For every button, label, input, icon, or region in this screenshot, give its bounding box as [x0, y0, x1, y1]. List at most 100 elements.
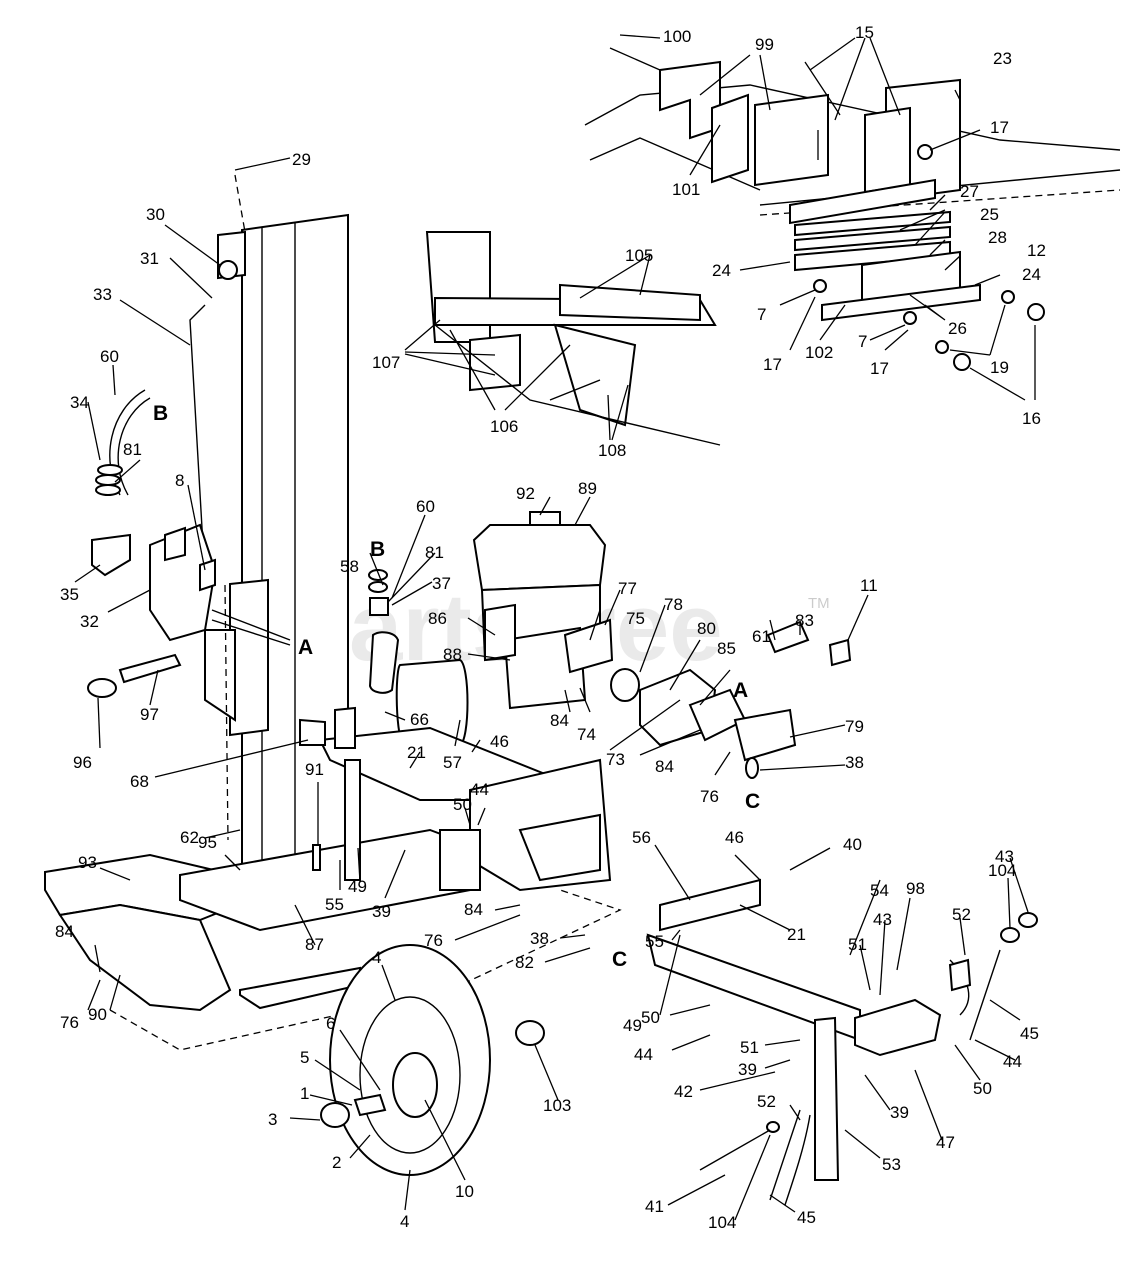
callout-51-top: 51: [848, 935, 867, 954]
callout-30: 30: [146, 205, 165, 224]
callout-35: 35: [60, 585, 79, 604]
callout-1: 1: [300, 1084, 309, 1103]
connector-b-pump: B: [370, 538, 385, 561]
connector-a-right: A: [733, 679, 748, 702]
callout-88: 88: [443, 645, 462, 664]
connector-c-upper: C: [745, 790, 760, 813]
callout-82: 82: [515, 953, 534, 972]
tongue-hitch-assembly: [646, 878, 1038, 1206]
callout-27: 27: [960, 182, 979, 201]
callout-12: 12: [1027, 241, 1046, 260]
callout-38-lower: 38: [530, 929, 549, 948]
callout-17-left: 17: [763, 355, 782, 374]
callout-34: 34: [70, 393, 89, 412]
callout-52-top: 52: [952, 905, 971, 924]
callout-73: 73: [606, 750, 625, 769]
callout-55-right: 55: [645, 932, 664, 951]
callout-76-left: 76: [60, 1013, 79, 1032]
callout-11: 11: [860, 576, 878, 595]
callout-15: 15: [855, 23, 874, 42]
callout-50-center: 50: [453, 795, 472, 814]
callout-97: 97: [140, 705, 159, 724]
callout-7-mid: 7: [858, 332, 867, 351]
callout-28: 28: [988, 228, 1007, 247]
beam-wedge-assembly: [584, 47, 1121, 371]
callout-17-mid: 17: [870, 359, 889, 378]
callout-76-lower: 76: [424, 931, 443, 950]
callout-87: 87: [305, 935, 324, 954]
base-frame-wheel: [44, 584, 622, 1176]
callout-44-center: 44: [470, 780, 489, 799]
callout-92: 92: [516, 484, 535, 503]
callout-80: 80: [697, 619, 716, 638]
callout-76-right: 76: [700, 787, 719, 806]
callout-83: 83: [795, 611, 814, 630]
callout-77: 77: [618, 579, 637, 598]
callout-96: 96: [73, 753, 92, 772]
callout-37: 37: [432, 574, 451, 593]
callout-49-center: 49: [348, 877, 367, 896]
callout-47: 47: [936, 1133, 955, 1152]
callout-60-center: 60: [416, 497, 435, 516]
callout-32: 32: [80, 612, 99, 631]
callout-44-right: 44: [1003, 1052, 1022, 1071]
callout-106: 106: [490, 417, 518, 436]
callout-10: 10: [455, 1182, 474, 1201]
callout-16: 16: [1022, 409, 1041, 428]
callout-53: 53: [882, 1155, 901, 1174]
callout-81-left: 81: [123, 440, 142, 459]
callout-60-left: 60: [100, 347, 119, 366]
engine-pump-assembly: [368, 511, 852, 779]
callout-95: 95: [198, 833, 217, 852]
callout-44-left: 44: [634, 1045, 653, 1064]
callout-40: 40: [843, 835, 862, 854]
callout-51-bottom: 51: [740, 1038, 759, 1057]
callout-4-top: 4: [372, 948, 381, 967]
callout-91: 91: [305, 760, 324, 779]
callout-46-center: 46: [490, 732, 509, 751]
callout-75: 75: [626, 609, 645, 628]
callout-54: 54: [870, 881, 889, 900]
watermark-tm: TM: [808, 595, 830, 612]
callout-43-top: 43: [995, 847, 1014, 866]
callout-24-right: 24: [1022, 265, 1041, 284]
leader-lines: [74, 34, 1036, 1221]
callout-104-top: 104: [988, 861, 1016, 880]
callout-108: 108: [598, 441, 626, 460]
callout-84-right: 84: [655, 757, 674, 776]
callout-38-right: 38: [845, 753, 864, 772]
callout-39-left: 39: [738, 1060, 757, 1079]
callout-107: 107: [372, 353, 400, 372]
callout-98: 98: [906, 879, 925, 898]
callout-104-bottom: 104: [708, 1213, 736, 1232]
callout-50-right: 50: [973, 1079, 992, 1098]
connector-c-lower: C: [612, 948, 627, 971]
callout-42: 42: [674, 1082, 693, 1101]
callout-45-top: 45: [1020, 1024, 1039, 1043]
connector-a-left: A: [298, 636, 313, 659]
callout-99: 99: [755, 35, 774, 54]
callout-25: 25: [980, 205, 999, 224]
callout-17-top: 17: [990, 118, 1009, 137]
callout-49-right: 49: [623, 1016, 642, 1035]
callout-90: 90: [88, 1005, 107, 1024]
callout-105: 105: [625, 246, 653, 265]
callout-85: 85: [717, 639, 736, 658]
callout-93: 93: [78, 853, 97, 872]
callout-21-right: 21: [787, 925, 806, 944]
callout-43-mid: 43: [873, 910, 892, 929]
callout-2: 2: [332, 1153, 341, 1172]
callout-100: 100: [663, 27, 691, 46]
callout-89: 89: [578, 479, 597, 498]
callout-8: 8: [175, 471, 184, 490]
callout-50-left: 50: [641, 1008, 660, 1027]
callout-84-center: 84: [550, 711, 569, 730]
log-splitter-tower: [189, 174, 349, 870]
callout-24-left: 24: [712, 261, 731, 280]
callout-19: 19: [990, 358, 1009, 377]
callout-58: 58: [340, 557, 359, 576]
callout-84-lower: 84: [464, 900, 483, 919]
callout-26: 26: [948, 319, 967, 338]
callout-39-right: 39: [890, 1103, 909, 1122]
